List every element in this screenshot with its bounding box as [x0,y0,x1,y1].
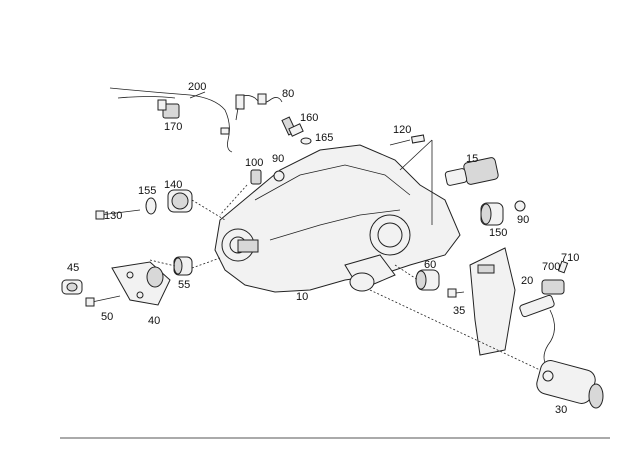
o-ring [300,137,312,145]
bolt-short-left [95,209,141,220]
callout-155: 155 [138,185,156,197]
callout-20: 20 [521,275,533,287]
rubber-bushing-right [480,202,504,226]
callout-160: 160 [300,112,318,124]
callout-labels: 200 170 80 160 165 120 15 100 90 140 155… [67,81,579,416]
callout-710: 710 [561,252,579,264]
bracket-bolt [447,288,465,298]
callout-200: 200 [188,81,206,93]
connector-clip [157,99,180,119]
callout-130: 130 [104,210,122,222]
callout-60: 60 [424,259,436,271]
bolt-long [389,134,426,146]
shaft-seal [173,256,193,276]
callout-90-top: 90 [272,153,284,165]
nut [250,169,262,185]
callout-120: 120 [393,124,411,136]
callout-165: 165 [315,132,333,144]
callout-90-right: 90 [517,214,529,226]
callout-30: 30 [555,404,567,416]
rubber-bushing-left [167,189,193,213]
washer-top [273,170,285,182]
cable-harness [109,87,233,153]
callout-45: 45 [67,262,79,274]
callout-100: 100 [245,157,263,169]
callout-80: 80 [282,88,294,100]
callout-700: 700 [542,261,560,273]
sensor-harness [235,93,283,121]
callout-40: 40 [148,315,160,327]
callout-170: 170 [164,121,182,133]
flange-nut [61,279,83,295]
callout-55: 55 [178,279,190,291]
callout-50: 50 [101,311,113,323]
speed-sensor [281,116,304,137]
threaded-plug [444,157,499,186]
housing-bushing [415,269,440,291]
flange-bolt [85,295,121,307]
callout-15: 15 [466,153,478,165]
callout-140: 140 [164,179,182,191]
leader-lines [149,91,541,371]
output-flange [111,261,171,306]
washer-right [514,200,526,212]
callout-150: 150 [489,227,507,239]
callout-10: 10 [296,291,308,303]
washer-left [145,197,157,215]
actuator-harness [519,260,569,369]
actuator-bracket [469,247,516,356]
actuator-motor [536,360,604,409]
differential-housing [214,144,461,293]
callout-35: 35 [453,305,465,317]
